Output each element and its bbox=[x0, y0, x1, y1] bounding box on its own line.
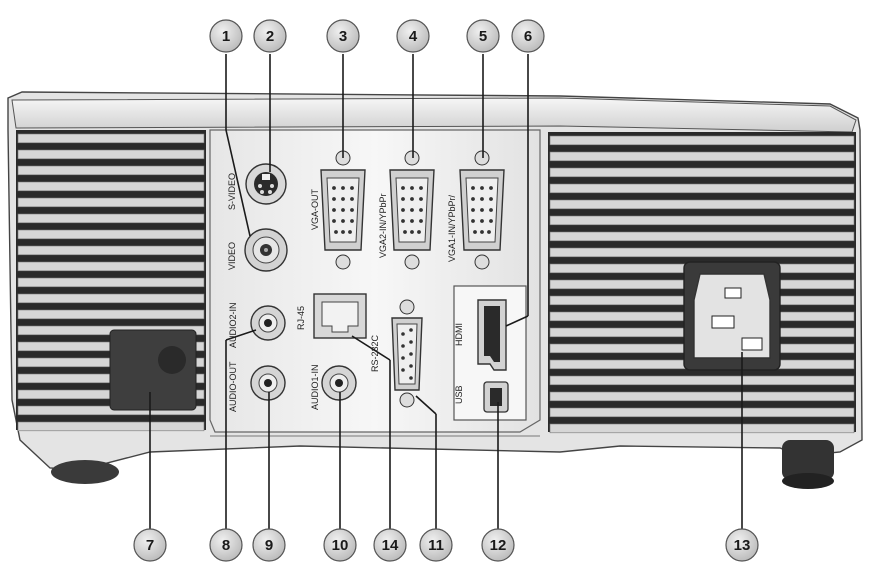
rj45-label: RJ-45 bbox=[296, 306, 306, 330]
audio-out-port[interactable] bbox=[250, 365, 286, 401]
svg-text:14: 14 bbox=[382, 537, 399, 554]
s-video-label: S-VIDEO bbox=[227, 173, 237, 210]
rs232c-port[interactable] bbox=[391, 299, 423, 408]
svg-text:6: 6 bbox=[524, 28, 532, 45]
vga-out-port[interactable] bbox=[320, 150, 366, 270]
vga1-in-port[interactable] bbox=[459, 150, 505, 270]
callout-7: 7 bbox=[133, 528, 167, 562]
svg-text:4: 4 bbox=[409, 28, 418, 45]
audio2-in-port[interactable] bbox=[250, 305, 286, 341]
callout-3: 3 bbox=[326, 19, 360, 53]
svg-text:12: 12 bbox=[490, 537, 507, 554]
audio2-in-label: AUDIO2-IN bbox=[228, 302, 238, 348]
callout-13: 13 bbox=[725, 528, 759, 562]
callout-6: 6 bbox=[511, 19, 545, 53]
callout-8: 8 bbox=[209, 528, 243, 562]
vga1-in-label: VGA1-IN/YPbPr/ bbox=[447, 194, 457, 262]
power-inlet[interactable] bbox=[683, 261, 781, 371]
usb-label: USB bbox=[454, 385, 464, 404]
callout-1: 1 bbox=[209, 19, 243, 53]
audio1-in-port[interactable] bbox=[321, 365, 357, 401]
svg-text:10: 10 bbox=[332, 537, 349, 554]
svg-text:11: 11 bbox=[428, 537, 444, 554]
svg-text:2: 2 bbox=[266, 28, 274, 45]
callout-2: 2 bbox=[253, 19, 287, 53]
vga-out-label: VGA-OUT bbox=[310, 188, 320, 230]
svg-text:5: 5 bbox=[479, 28, 487, 45]
callout-12: 12 bbox=[481, 528, 515, 562]
svg-text:7: 7 bbox=[146, 537, 154, 554]
vga2-in-label: VGA2-IN/YPbPr bbox=[378, 193, 388, 258]
video-port[interactable] bbox=[244, 228, 288, 272]
callout-5: 5 bbox=[466, 19, 500, 53]
callout-11: 11 bbox=[419, 528, 453, 562]
usb-port[interactable] bbox=[483, 381, 509, 413]
callout-9: 9 bbox=[252, 528, 286, 562]
svg-text:1: 1 bbox=[222, 28, 230, 45]
callout-10: 10 bbox=[323, 528, 357, 562]
svg-text:8: 8 bbox=[222, 537, 230, 554]
rj45-port[interactable] bbox=[313, 293, 367, 339]
leader-lines bbox=[149, 54, 743, 530]
svg-text:3: 3 bbox=[339, 28, 347, 45]
vga2-in-port[interactable] bbox=[389, 150, 435, 270]
hdmi-port[interactable] bbox=[477, 299, 507, 371]
callout-badges: 1 2 3 4 5 6 7 8 9 10 14 11 12 13 bbox=[133, 19, 759, 562]
hdmi-label: HDMI bbox=[454, 323, 464, 346]
callout-14: 14 bbox=[373, 528, 407, 562]
callout-4: 4 bbox=[396, 19, 430, 53]
audio1-in-label: AUDIO1-IN bbox=[310, 364, 320, 410]
kensington-lock-cover bbox=[109, 329, 197, 411]
svg-text:13: 13 bbox=[734, 537, 751, 554]
video-label: VIDEO bbox=[227, 242, 237, 270]
audio-out-label: AUDIO-OUT bbox=[228, 361, 238, 412]
svg-text:9: 9 bbox=[265, 537, 273, 554]
s-video-port[interactable] bbox=[245, 163, 287, 205]
rs232c-label: RS-232C bbox=[370, 334, 380, 372]
